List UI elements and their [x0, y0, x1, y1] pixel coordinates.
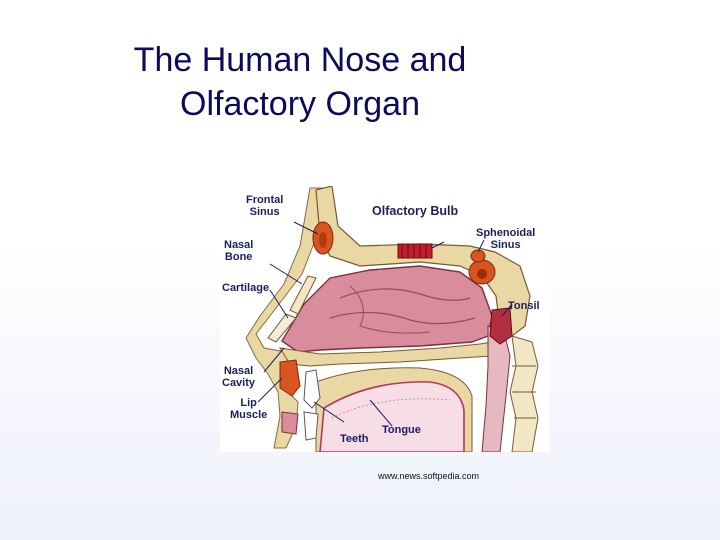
label-nasal-bone-line2: Bone: [224, 251, 253, 263]
cartilage-shape: [267, 313, 297, 343]
tonsil-shape: [489, 307, 513, 345]
label-tonsil: Tonsil: [508, 300, 540, 312]
label-nasal-bone-line1: Nasal: [224, 239, 254, 251]
label-tongue-text: Tongue: [382, 424, 421, 436]
anatomy-illustration: [220, 186, 539, 452]
label-teeth: Teeth: [340, 433, 369, 445]
label-frontal-sinus-line2: Sinus: [249, 206, 280, 218]
nasal-bone-shape: [289, 275, 317, 315]
label-cartilage-text: Cartilage: [222, 282, 270, 294]
label-sphenoidal-sinus: Sphenoidal Sinus: [476, 227, 535, 251]
label-nasal-cavity-line1: Nasal: [223, 365, 254, 377]
label-cartilage: Cartilage: [222, 282, 269, 294]
label-nasal-cavity-line2: Cavity: [222, 377, 256, 389]
label-sphenoidal-sinus-line2: Sinus: [490, 239, 521, 251]
tongue-shape: [319, 381, 465, 452]
vertebrae: [509, 335, 539, 452]
label-lip-muscle-line2: Muscle: [230, 409, 268, 421]
leader-lines: [257, 221, 513, 427]
label-tongue: Tongue: [382, 424, 421, 436]
label-nasal-cavity: Nasal Cavity: [222, 365, 255, 389]
skull-bone: [315, 186, 531, 337]
label-nasal-bone: Nasal Bone: [224, 239, 253, 263]
title-line-2: Olfactory Organ: [180, 85, 420, 123]
label-sphenoidal-sinus-line1: Sphenoidal: [476, 227, 536, 239]
label-frontal-sinus-line1: Frontal: [246, 194, 284, 206]
lip-muscle-shape: [279, 359, 301, 397]
title-line-1: The Human Nose and: [133, 41, 467, 79]
olfactory-bulb-shape: [397, 243, 433, 259]
label-olfactory-bulb-text: Olfactory Bulb: [372, 204, 459, 218]
label-lip-muscle-line1: Lip: [240, 397, 257, 409]
label-lip-muscle: Lip Muscle: [230, 397, 267, 421]
nose-anatomy-diagram: Frontal Sinus Olfactory Bulb Sphenoidal …: [220, 186, 550, 452]
image-credit: www.news.softpedia.com: [378, 471, 480, 481]
label-frontal-sinus: Frontal Sinus: [246, 194, 283, 218]
label-tonsil-text: Tonsil: [508, 300, 540, 312]
label-olfactory-bulb: Olfactory Bulb: [372, 204, 459, 218]
label-teeth-text: Teeth: [340, 433, 369, 445]
slide-title: The Human Nose and Olfactory Organ: [60, 38, 540, 126]
